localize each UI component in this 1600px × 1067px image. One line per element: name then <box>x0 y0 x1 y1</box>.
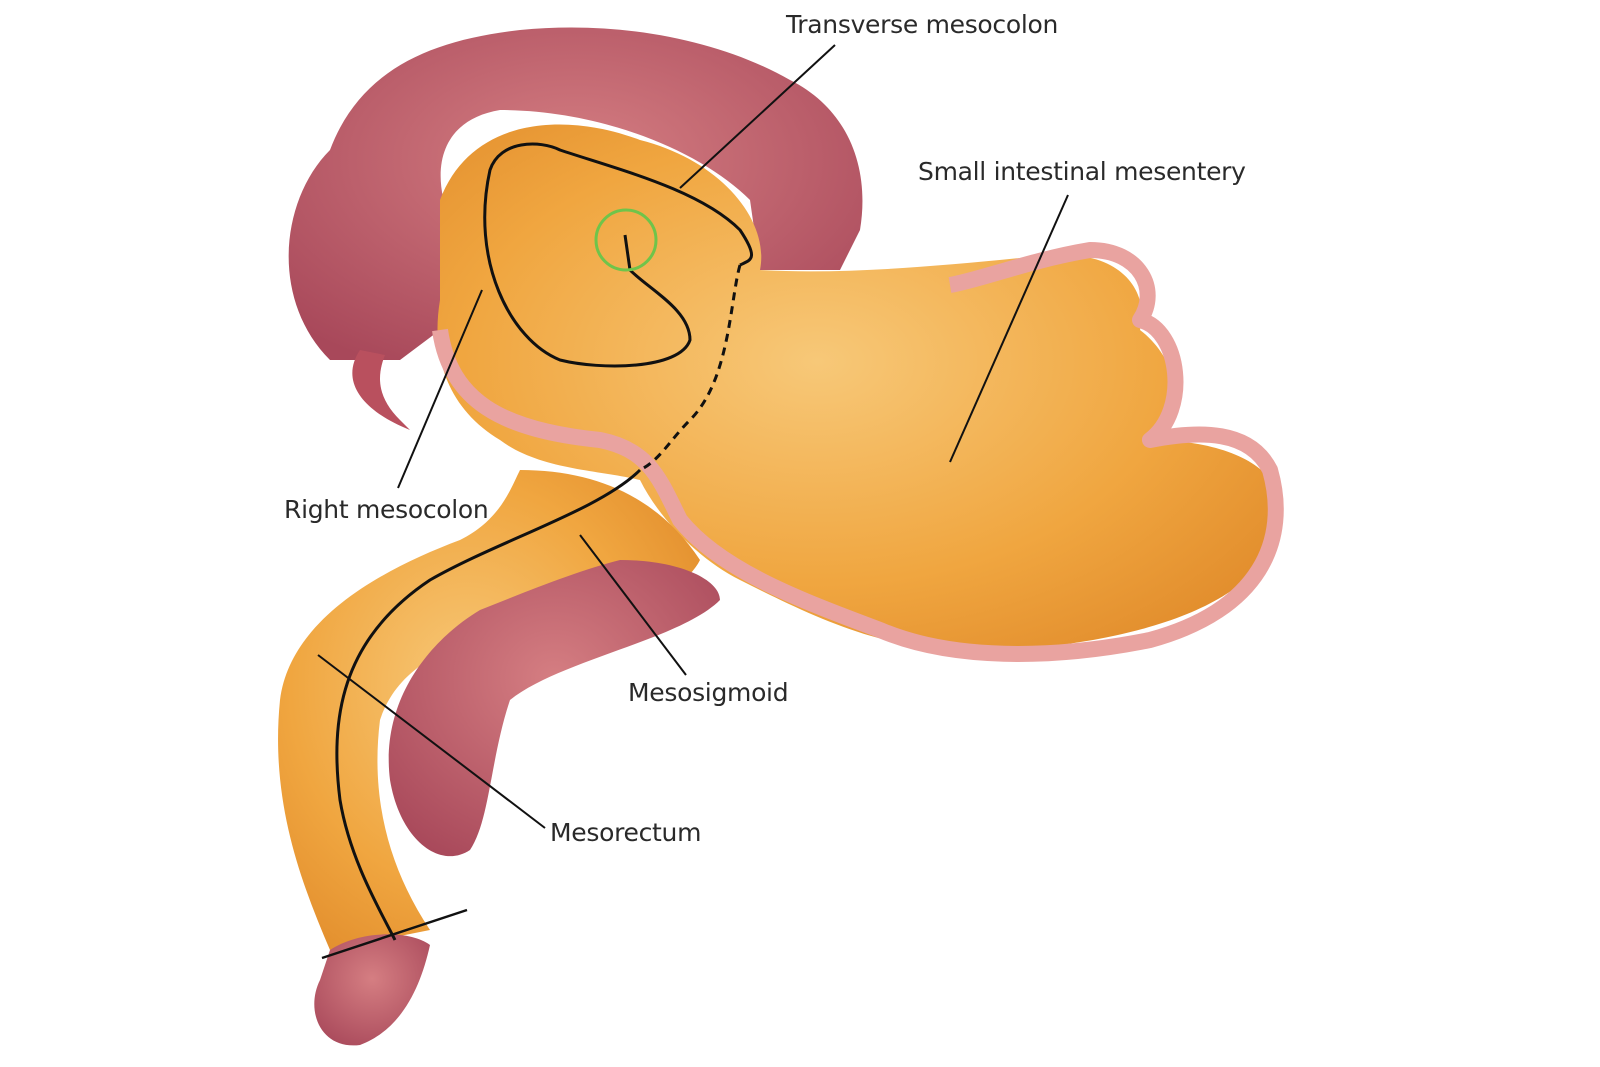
leader-transverse-mesocolon <box>679 44 836 189</box>
small-bowel-edge <box>432 242 1284 662</box>
root-line-lower <box>335 468 642 941</box>
leader-small-intestinal-mesentery <box>949 194 1069 463</box>
leader-right-mesocolon <box>397 289 483 489</box>
appendix <box>352 350 410 430</box>
label-mesosigmoid: Mesosigmoid <box>628 678 789 707</box>
sigmoid-colon <box>388 560 720 857</box>
marker-circle <box>594 208 658 272</box>
leader-mesosigmoid <box>579 534 687 676</box>
label-right-mesocolon: Right mesocolon <box>284 495 489 524</box>
label-small-intestinal-mesentery: Small intestinal mesentery <box>918 157 1246 186</box>
leader-mesorectum <box>317 654 546 829</box>
root-line-dashed <box>639 264 742 472</box>
distal-boundary-line <box>321 908 468 960</box>
colon <box>288 27 863 360</box>
rectum <box>314 934 430 1046</box>
root-line <box>483 142 753 368</box>
label-transverse-mesocolon: Transverse mesocolon <box>786 10 1059 39</box>
label-mesorectum: Mesorectum <box>550 818 702 847</box>
